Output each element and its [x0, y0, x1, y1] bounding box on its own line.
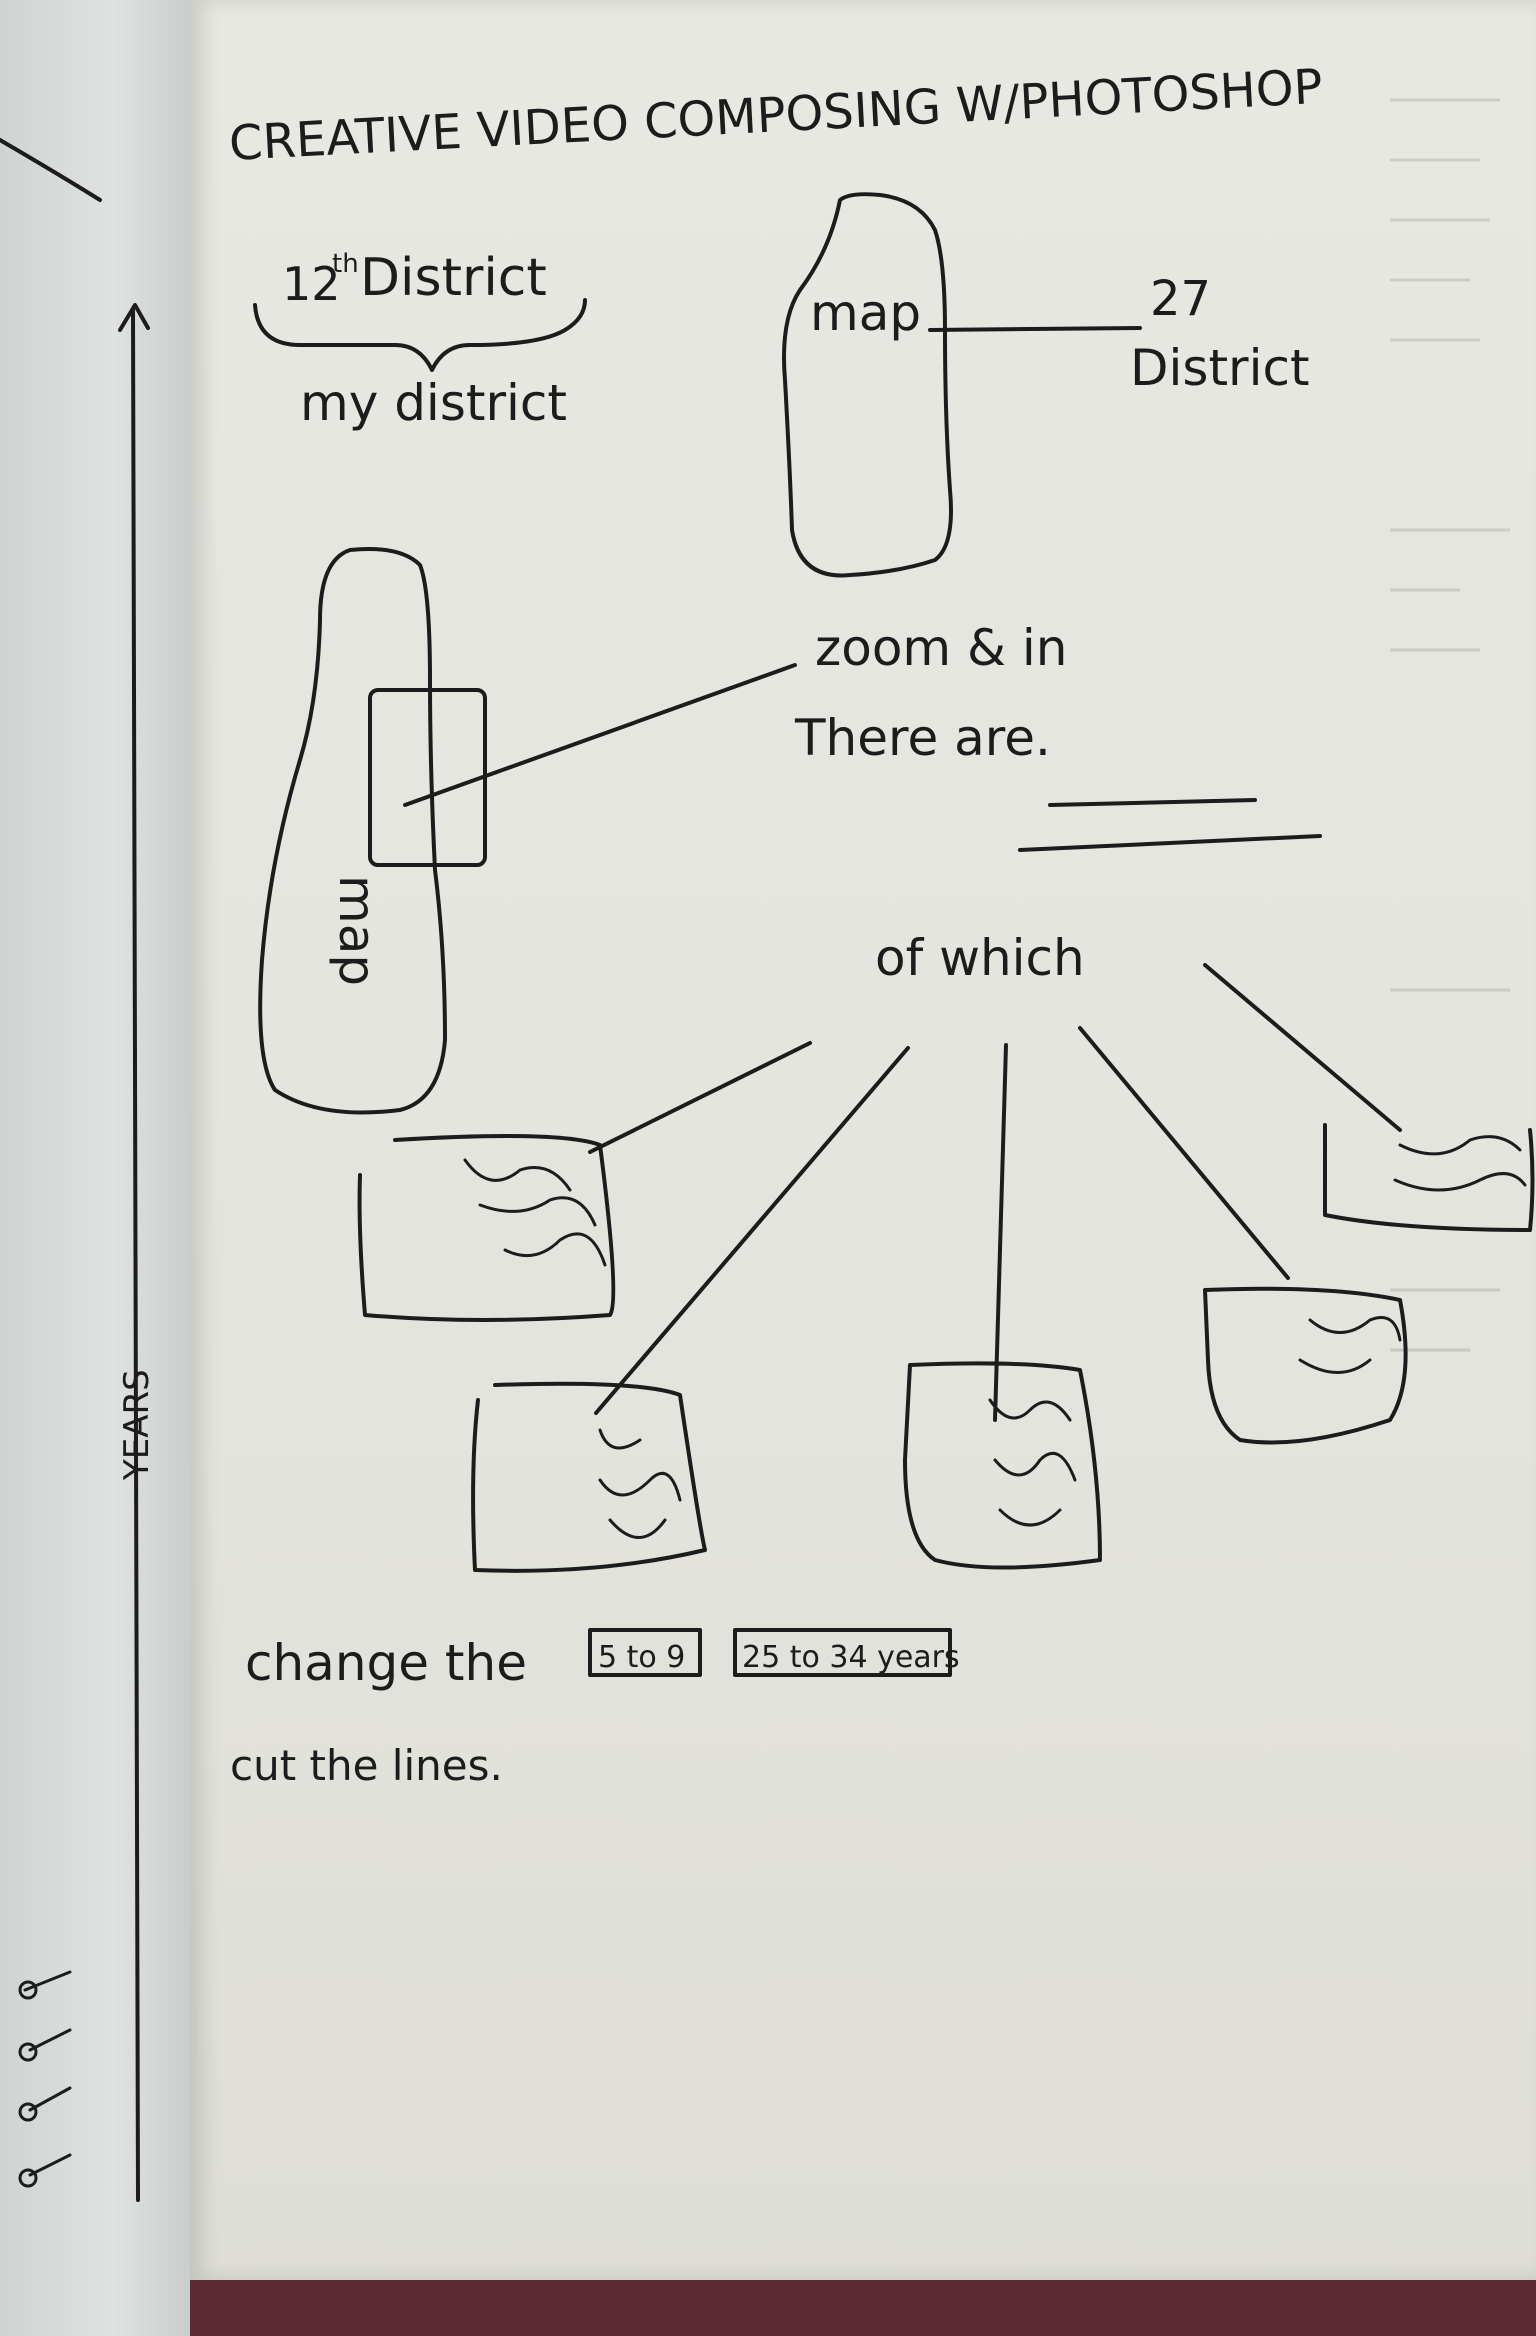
branch-lines — [588, 963, 1402, 1422]
connector-map-27 — [928, 326, 1142, 332]
blank-line-2 — [1018, 834, 1322, 852]
branch-line-5 — [1203, 963, 1402, 1132]
age-box-a-text: 5 to 9 — [598, 1640, 685, 1675]
years-axis: YEARS — [117, 303, 157, 2202]
cut-lines-label: cut the lines. — [230, 1741, 503, 1790]
there-are-label: There are. — [794, 709, 1051, 767]
axis-label-years: YEARS — [117, 1369, 157, 1481]
left-page — [0, 0, 190, 2336]
title: CREATIVE VIDEO COMPOSING W/PHOTOSHOP — [228, 59, 1324, 172]
left-page-scribble — [0, 138, 102, 2188]
age-box-a — [588, 1628, 702, 1677]
people-box-2 — [471, 1381, 707, 1573]
map-label-rotated: map — [328, 875, 386, 986]
zoom-box — [368, 688, 487, 867]
connector-zoom — [403, 663, 797, 807]
people-box-5 — [1323, 1123, 1535, 1232]
map-outline-large — [258, 547, 447, 1115]
people-box-1 — [357, 1134, 616, 1322]
people-box-4 — [1203, 1286, 1408, 1445]
show-through-ghost-text — [1390, 98, 1510, 1352]
my-district-label: my district — [300, 374, 567, 432]
change-the-label: change the — [245, 1634, 527, 1692]
branch-line-4 — [1078, 1026, 1290, 1280]
map-label-top: map — [810, 284, 921, 342]
people-box-3 — [903, 1361, 1102, 1570]
age-box-b — [733, 1628, 952, 1677]
zoom-in-label: zoom & in — [815, 619, 1068, 677]
blank-line-1 — [1048, 798, 1257, 807]
of-which-label: of which — [875, 929, 1085, 987]
district-number: 12 — [282, 257, 341, 311]
district-word: District — [360, 248, 547, 308]
district-27-number: 27 — [1150, 271, 1211, 327]
district-27-word: District — [1130, 339, 1310, 397]
branch-line-1 — [588, 1041, 812, 1154]
branch-line-3 — [993, 1043, 1008, 1422]
district-superscript: th — [332, 249, 359, 279]
curly-brace — [253, 298, 587, 372]
map-outline-top — [782, 192, 953, 578]
age-box-b-text: 25 to 34 years — [742, 1640, 960, 1675]
branch-line-2 — [594, 1046, 910, 1415]
district-12-label: 12 th District — [282, 248, 547, 311]
